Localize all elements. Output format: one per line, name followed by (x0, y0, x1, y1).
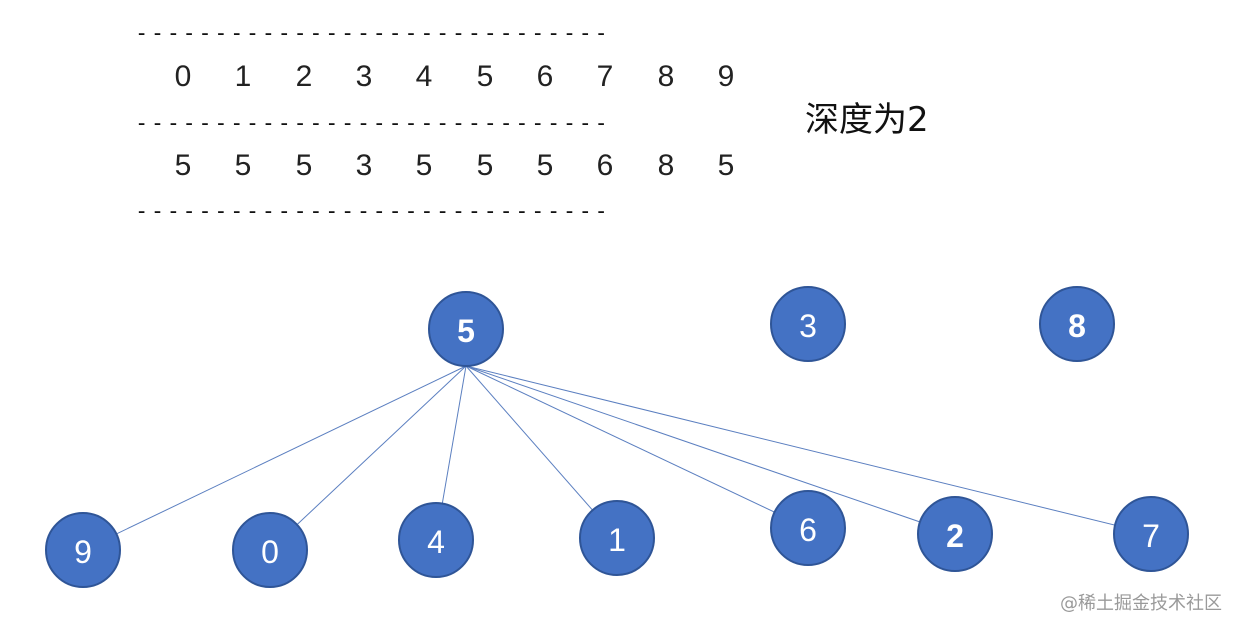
tree-node-label: 2 (946, 518, 964, 554)
watermark: @稀土掘金技术社区 (1060, 593, 1222, 614)
tree-node-8: 8 (1039, 286, 1115, 362)
depth-label: 深度为2 (805, 100, 929, 140)
parent-cell: 5 (295, 149, 313, 182)
tree-edge-5-0 (269, 365, 467, 551)
index-cell: 8 (657, 60, 675, 93)
tree-node-9: 9 (45, 512, 121, 588)
tree-node-label: 3 (799, 308, 817, 344)
tree-node-circle (428, 291, 504, 367)
parent-cell: 3 (355, 149, 373, 182)
table-divider-bottom: ------------------------------ (135, 201, 611, 223)
tree-node-circle (1113, 496, 1189, 572)
tree-node-label: 9 (74, 534, 92, 570)
index-cell: 9 (717, 60, 735, 93)
index-cell: 4 (415, 60, 433, 93)
parent-cell: 5 (717, 149, 735, 182)
table-divider-middle: ------------------------------ (135, 113, 611, 135)
tree-edges (82, 365, 1152, 551)
parent-cell: 6 (596, 149, 614, 182)
tree-edge-5-7 (465, 365, 1152, 535)
tree-node-3: 3 (770, 286, 846, 362)
tree-node-circle (45, 512, 121, 588)
parent-cell: 5 (174, 149, 192, 182)
parent-cell: 5 (415, 149, 433, 182)
parent-cell: 5 (234, 149, 252, 182)
tree-node-label: 4 (427, 524, 445, 560)
tree-node-2: 2 (917, 496, 993, 572)
tree-node-label: 5 (457, 313, 475, 349)
tree-node-circle (579, 500, 655, 576)
index-cell: 6 (536, 60, 554, 93)
tree-node-circle (770, 490, 846, 566)
tree-node-0: 0 (232, 512, 308, 588)
index-cell: 7 (596, 60, 614, 93)
tree-node-label: 1 (608, 522, 626, 558)
tree-node-circle (917, 496, 993, 572)
tree-node-circle (232, 512, 308, 588)
index-cell: 3 (355, 60, 373, 93)
parent-cell: 5 (476, 149, 494, 182)
tree-node-5: 5 (428, 291, 504, 367)
tree-node-label: 0 (261, 534, 279, 570)
index-cell: 5 (476, 60, 494, 93)
parent-cell: 8 (657, 149, 675, 182)
tree-node-label: 6 (799, 512, 817, 548)
tree-edge-5-6 (465, 365, 809, 529)
table-divider-top: ------------------------------ (135, 23, 611, 45)
tree-node-7: 7 (1113, 496, 1189, 572)
tree-node-circle (1039, 286, 1115, 362)
tree-node-label: 8 (1068, 308, 1086, 344)
tree-node-6: 6 (770, 490, 846, 566)
tree-node-circle (398, 502, 474, 578)
tree-edge-5-2 (465, 365, 956, 535)
index-cell: 2 (295, 60, 313, 93)
parent-array-table: ------------------------------ 0 1 2 3 4… (0, 0, 760, 230)
tree-node-4: 4 (398, 502, 474, 578)
index-cell: 1 (234, 60, 252, 93)
tree-node-label: 7 (1142, 518, 1160, 554)
index-cell: 0 (174, 60, 192, 93)
tree-edge-5-9 (82, 365, 467, 551)
tree-node-circle (770, 286, 846, 362)
parent-cell: 5 (536, 149, 554, 182)
tree-edge-5-1 (465, 365, 618, 539)
tree-nodes: 5 3 8 9 0 4 1 6 2 7 (45, 286, 1189, 588)
tree-node-1: 1 (579, 500, 655, 576)
